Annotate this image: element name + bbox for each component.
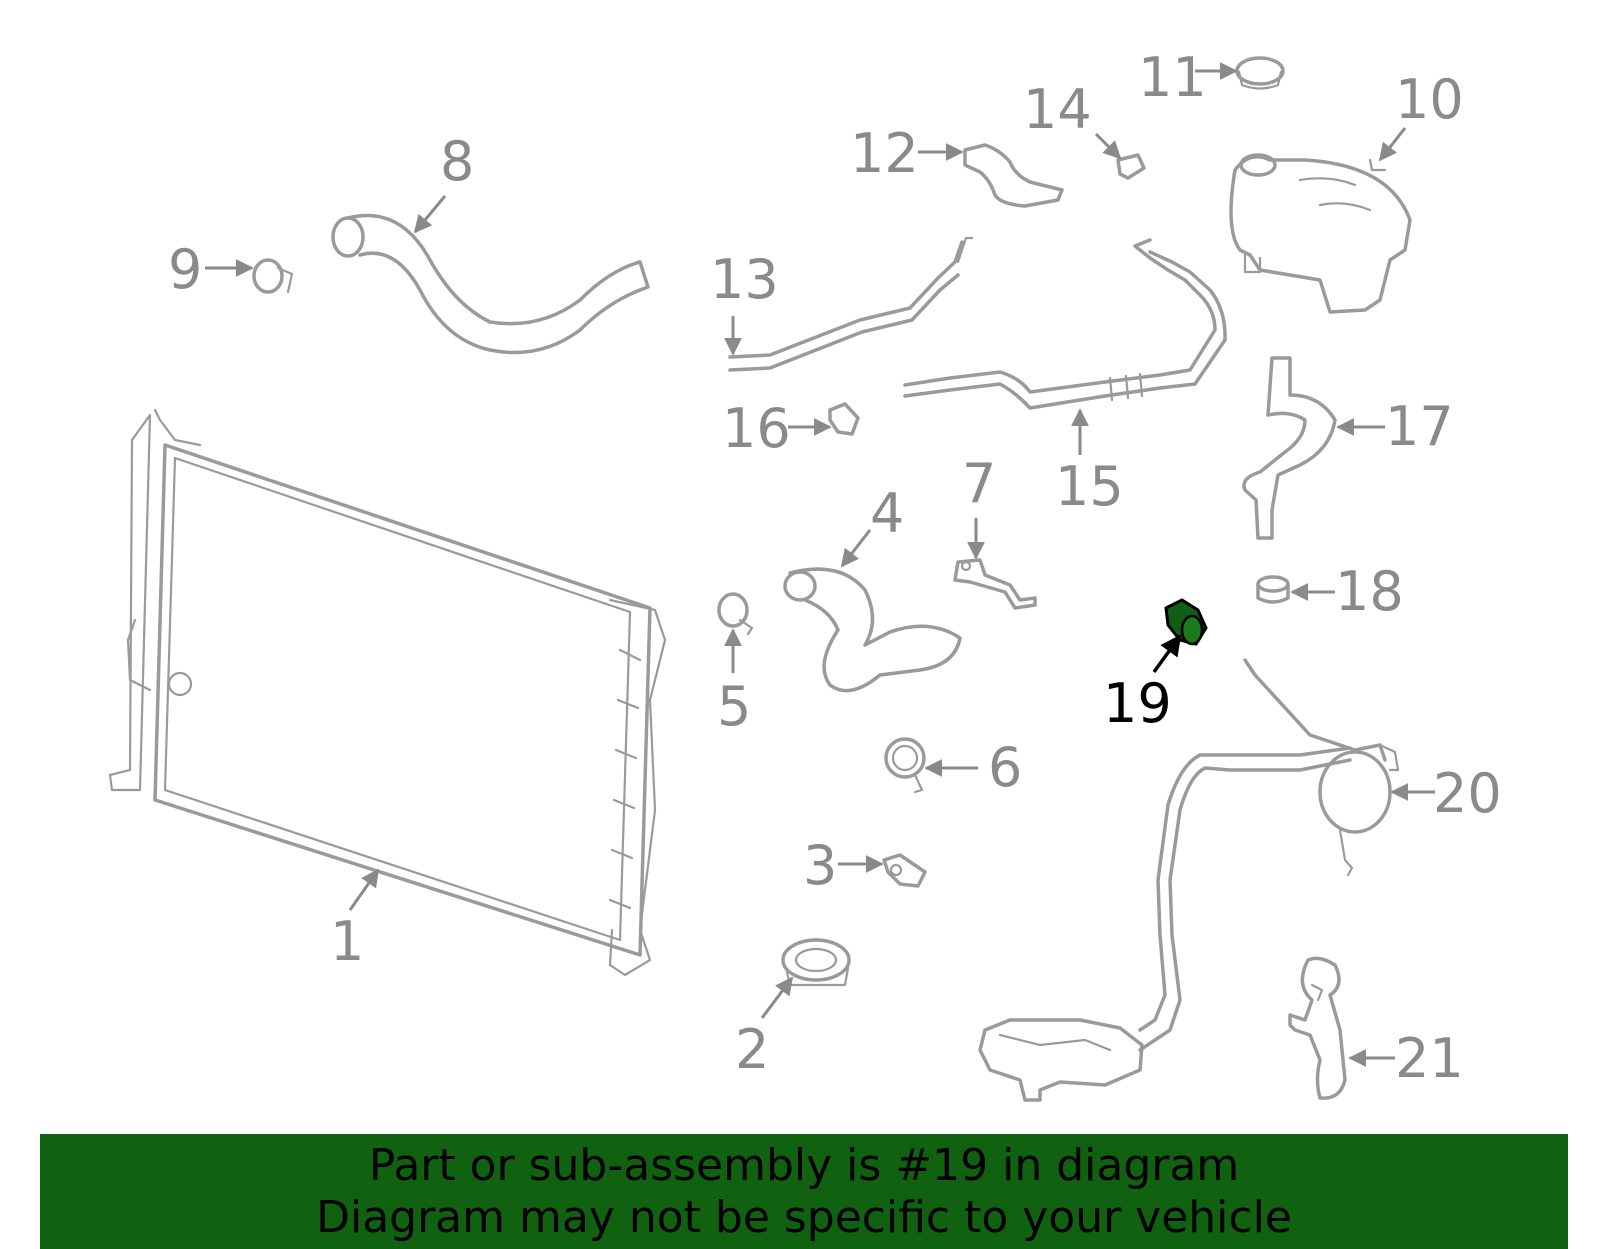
part-1-radiator[interactable] bbox=[108, 408, 667, 977]
callout-8: 8 bbox=[440, 130, 474, 193]
part-6-clamp[interactable] bbox=[884, 737, 926, 794]
callout-7: 7 bbox=[962, 452, 996, 515]
callout-16: 16 bbox=[722, 397, 791, 460]
part-21-hose[interactable] bbox=[1288, 956, 1347, 1100]
part-12-hose[interactable] bbox=[963, 143, 1064, 208]
part-3-sensor[interactable] bbox=[882, 853, 927, 888]
callout-1: 1 bbox=[330, 910, 364, 973]
callout-4: 4 bbox=[870, 482, 904, 545]
callout-13: 13 bbox=[710, 248, 779, 311]
callout-19: 19 bbox=[1103, 672, 1172, 735]
callout-21: 21 bbox=[1395, 1027, 1464, 1090]
callout-2: 2 bbox=[735, 1018, 769, 1081]
callout-18: 18 bbox=[1335, 560, 1404, 623]
part-15-hose[interactable] bbox=[903, 238, 1227, 410]
part-11-cap[interactable] bbox=[1235, 56, 1285, 90]
part-19-highlighted[interactable] bbox=[1164, 598, 1208, 646]
callout-12: 12 bbox=[850, 122, 919, 185]
callout-3: 3 bbox=[803, 834, 837, 897]
callout-17: 17 bbox=[1385, 395, 1454, 458]
callout-9: 9 bbox=[168, 238, 202, 301]
callout-20: 20 bbox=[1433, 762, 1502, 825]
part-8-upper-hose[interactable] bbox=[331, 213, 650, 355]
leader-arrows bbox=[205, 62, 1435, 1067]
part-9-clamp[interactable] bbox=[252, 258, 294, 294]
part-13-hose[interactable] bbox=[728, 236, 974, 372]
part-4-hose[interactable] bbox=[783, 567, 962, 693]
part-7-bracket[interactable] bbox=[953, 558, 1037, 610]
banner-line-disclaimer: Diagram may not be specific to your vehi… bbox=[316, 1191, 1292, 1243]
part-5-clamp[interactable] bbox=[717, 592, 754, 636]
info-banner: Part or sub-assembly is #19 in diagram D… bbox=[40, 1134, 1568, 1249]
callout-labels: 1 2 3 4 5 6 7 8 9 10 11 12 13 14 15 16 1… bbox=[168, 46, 1502, 1090]
banner-line-part: Part or sub-assembly is #19 in diagram bbox=[368, 1139, 1240, 1191]
callout-5: 5 bbox=[717, 675, 751, 738]
part-14-clip[interactable] bbox=[1116, 153, 1146, 180]
part-10-reservoir[interactable] bbox=[1229, 153, 1412, 314]
part-20-pump-assembly[interactable] bbox=[978, 658, 1400, 1102]
part-17-hose[interactable] bbox=[1242, 356, 1337, 540]
callout-6: 6 bbox=[988, 736, 1022, 799]
part-16-clip[interactable] bbox=[828, 402, 860, 436]
part-2-thermostat[interactable] bbox=[781, 938, 851, 987]
callout-11: 11 bbox=[1138, 46, 1207, 109]
part-18-seal[interactable] bbox=[1256, 575, 1290, 604]
callout-10: 10 bbox=[1395, 68, 1464, 131]
callout-15: 15 bbox=[1055, 455, 1124, 518]
callout-14: 14 bbox=[1023, 78, 1092, 141]
